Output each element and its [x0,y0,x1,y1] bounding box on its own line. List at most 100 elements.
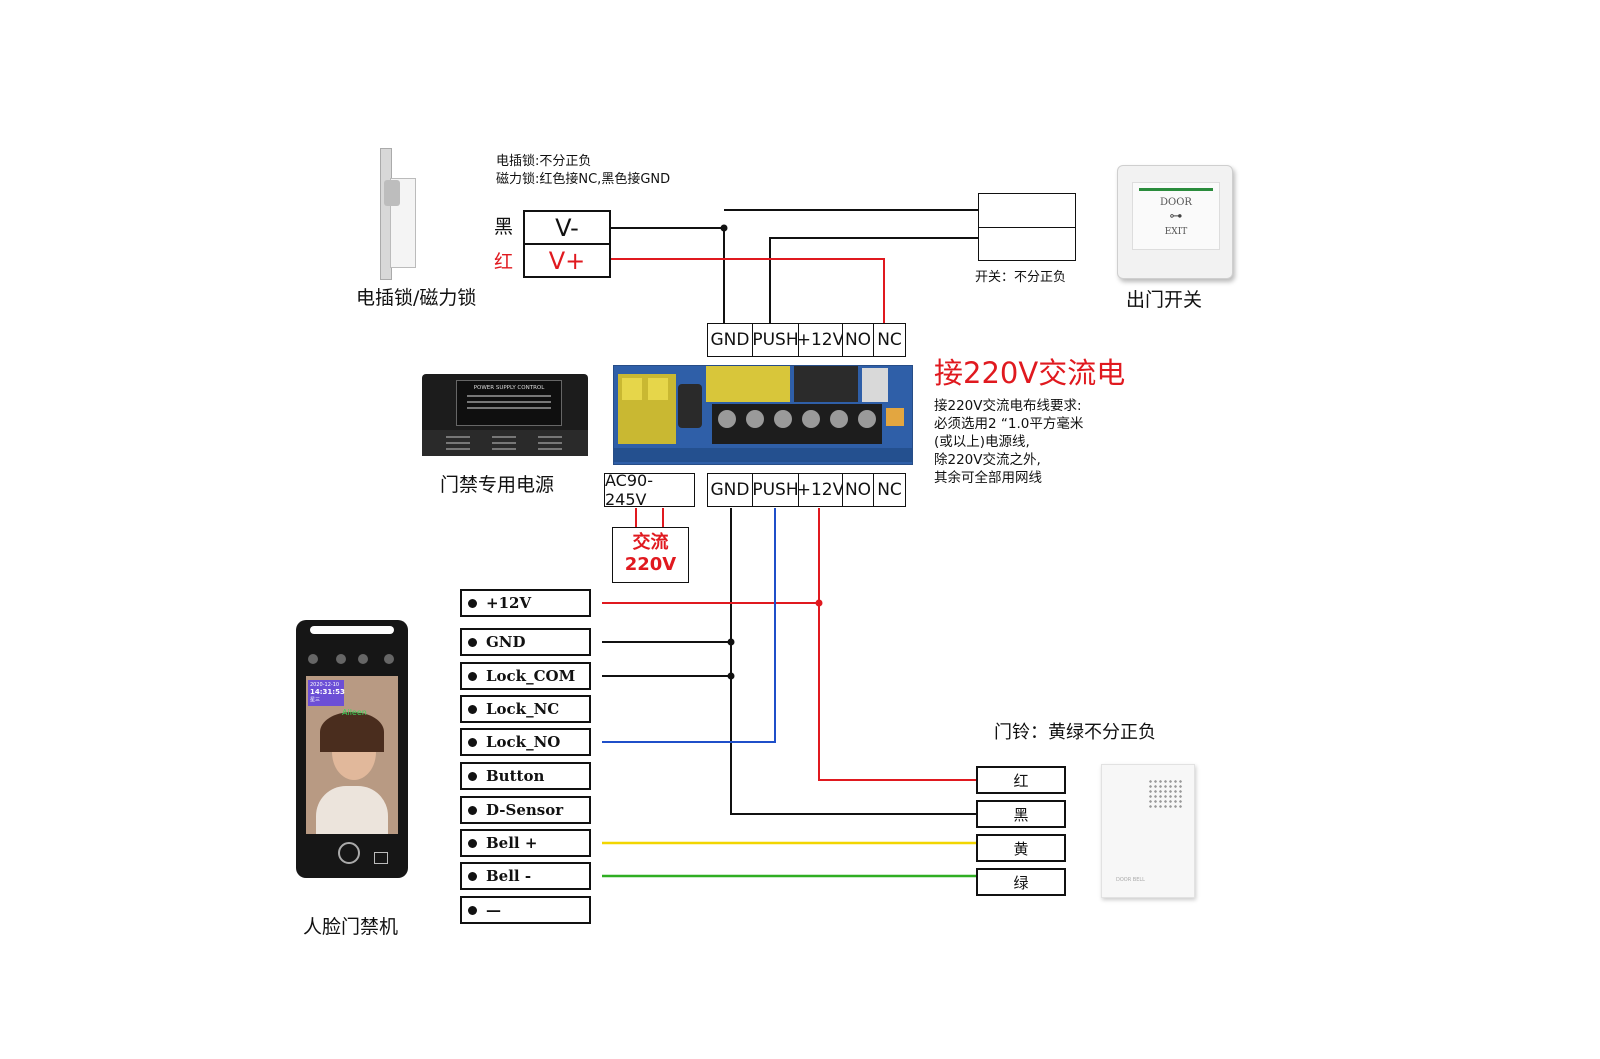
psu-top-push: PUSH [752,323,799,357]
face-terminal-d-sensor: D-Sensor [460,796,591,824]
vminus-label: V- [555,213,579,242]
terminal-dot [468,598,477,608]
terminal-label: Lock_NC [486,700,560,718]
exit-switch-note: 开关：不分正负 [975,270,1067,285]
face-terminal-lock-com: Lock_COM [460,662,591,690]
exit-switch-caption: 出门开关 [1126,289,1203,311]
exit-switch-terminal-2 [978,227,1076,261]
ac-req-line-4: 除220V交流之外, [934,452,1041,468]
psu-top-12v: +12V [797,323,844,357]
terminal-dot [468,905,477,915]
wire-gnd-down [730,508,990,815]
psu-bottom-no: NO [842,473,874,507]
lock-caption: 电插锁/磁力锁 [356,287,477,309]
lock-note-1: 电插锁:不分正负 [496,154,592,169]
psu-top-gnd: GND [707,323,753,357]
junction-dot [720,224,728,232]
terminal-label: — [486,901,501,919]
face-terminal-12v: +12V [460,589,591,617]
face-screen: 2020-12-10 14:31:53 星三 Aileen [306,676,398,834]
terminal-dot [468,838,477,848]
terminal-label: GND [486,633,526,651]
doorbell-label: DOOR BELL [1116,877,1145,883]
wire-vplus-nc [610,258,885,323]
psu-ac-terminal: AC90-245V [604,471,695,509]
vminus-terminal: V- [523,210,611,245]
junction-dot [815,599,823,607]
terminal-label: Bell + [486,834,538,852]
psu-box-label: POWER SUPPLY CONTROL [473,385,545,391]
face-terminal-bell-minus: Bell - [460,862,591,890]
bell-wire-green: 绿 [976,868,1066,896]
face-terminal-gnd: GND [460,628,591,656]
junction-dot [727,638,735,646]
terminal-dot [468,771,477,781]
wire-vminus-gnd [610,227,725,323]
exit-switch-terminal-1 [978,193,1076,229]
junction-dot [727,672,735,680]
psu-caption: 门禁专用电源 [440,474,555,496]
camera-icon [308,654,318,664]
camera-icon [336,654,346,664]
screen-date: 2020-12-10 [310,682,340,688]
psu-bottom-nc: NC [873,473,906,507]
door-label: DOOR [1160,197,1192,208]
screen-name: Aileen [342,708,367,717]
terminal-label: Lock_COM [486,667,576,685]
psu-bottom-12v: +12V [797,473,844,507]
terminal-dot [468,704,477,714]
camera-icon [358,654,368,664]
doorbell-image: DOOR BELL [1101,764,1195,898]
black-wire-label: 黑 [494,216,514,238]
terminal-dot [468,871,477,881]
face-terminal-bell-plus: Bell + [460,829,591,857]
bell-wire-black: 黑 [976,800,1066,828]
terminal-label: Button [486,767,545,785]
doorbell-note: 门铃：黄绿不分正负 [994,722,1156,743]
wire-push-exit [769,237,979,323]
face-terminal-lock-nc: Lock_NC [460,695,591,723]
ac-req-line-5: 其余可全部用网线 [934,470,1042,486]
exit-button-image: DOOR ⊶ EXIT [1117,165,1233,279]
ac-box-line-2: 220V [624,554,677,575]
terminal-dot [468,737,477,747]
wire-12v-down [818,508,990,781]
ac-box-line-1: 交流 [632,532,669,553]
face-terminal-blank: — [460,896,591,924]
ac-heading: 接220V交流电 [934,356,1126,390]
power-supply-box-image: POWER SUPPLY CONTROL [422,374,588,456]
face-terminal-lock-no: Lock_NO [460,728,591,756]
face-terminal-caption: 人脸门禁机 [303,916,399,938]
screen-day: 星三 [310,697,321,703]
ac-req-line-3: (或以上)电源线, [934,434,1030,450]
card-icon [374,852,388,864]
psu-bottom-push: PUSH [752,473,799,507]
ac-req-line-1: 接220V交流电布线要求: [934,398,1082,414]
terminal-label: Lock_NO [486,733,561,751]
ac-220v-box: 交流 220V [612,527,689,583]
red-wire-label: 红 [494,251,514,273]
lock-note-2: 磁力锁:红色接NC,黑色接GND [496,172,671,187]
screen-time: 14:31:53 [310,688,345,696]
electric-lock-image [380,148,416,280]
face-terminal-button: Button [460,762,591,790]
face-terminal-device: 2020-12-10 14:31:53 星三 Aileen [296,620,408,878]
terminal-dot [468,637,477,647]
power-board-image [613,365,913,465]
psu-top-nc: NC [873,323,906,357]
fingerprint-sensor [338,842,360,864]
exit-label: EXIT [1164,227,1188,237]
key-icon: ⊶ [1169,209,1183,224]
ac-req-line-2: 必须选用2 “1.0平方毫米 [934,416,1084,432]
vplus-label: V+ [548,246,586,275]
bell-wire-yellow: 黄 [976,834,1066,862]
psu-bottom-gnd: GND [707,473,753,507]
terminal-dot [468,805,477,815]
terminal-label: Bell - [486,867,532,885]
psu-top-no: NO [842,323,874,357]
terminal-label: +12V [486,594,532,612]
terminal-label: D-Sensor [486,801,564,819]
camera-icon [384,654,394,664]
terminal-dot [468,671,477,681]
